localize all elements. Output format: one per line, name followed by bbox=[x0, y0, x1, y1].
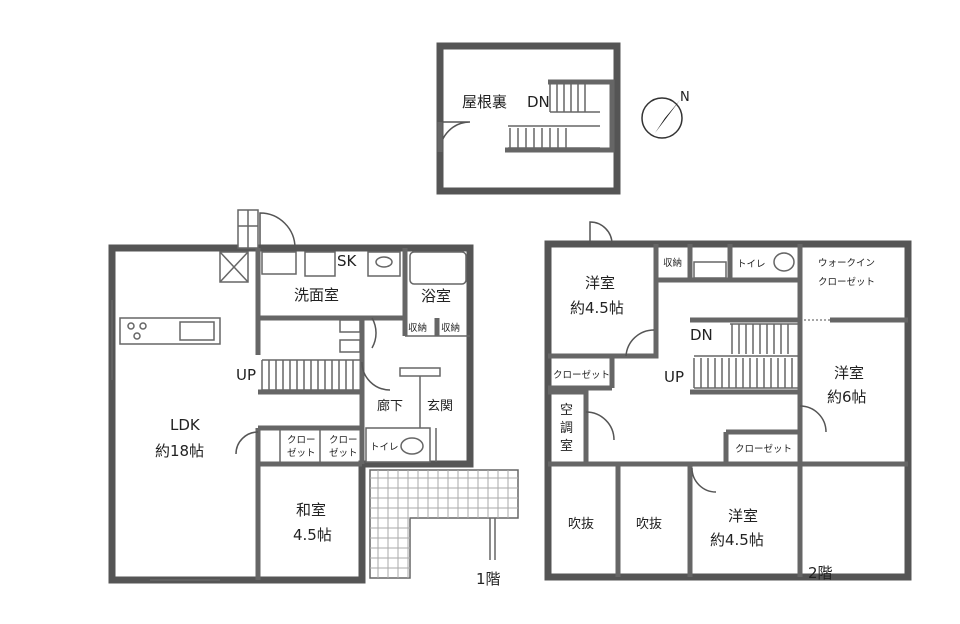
washitsu-closet-door bbox=[235, 431, 259, 455]
floor1-stair bbox=[261, 359, 360, 391]
floor1-toilet-label: トイレ bbox=[370, 442, 399, 453]
floor1-level: 1階 bbox=[476, 570, 501, 588]
washroom-door bbox=[371, 317, 377, 349]
washer bbox=[261, 251, 297, 275]
ldk-size: 約18帖 bbox=[155, 442, 204, 460]
hall-door bbox=[361, 361, 391, 391]
aircon-2: 調 bbox=[560, 421, 573, 436]
floor2-up: UP bbox=[664, 368, 684, 386]
floor2-plan: 洋室 約4.5帖 クローゼット 収納 トイレ ウォークイン クローゼット 洋室 … bbox=[544, 221, 912, 582]
floor2-level: 2階 bbox=[808, 564, 833, 582]
floor2-balcony-door bbox=[589, 221, 613, 245]
aircon-3: 室 bbox=[560, 438, 573, 454]
floor2-toilet-icon bbox=[773, 252, 795, 272]
void-b-label: 吹抜 bbox=[636, 516, 662, 532]
storage-mini-a bbox=[339, 319, 361, 333]
attic-plan: 屋根裏 DN bbox=[436, 42, 621, 195]
storage-a-label: 収納 bbox=[408, 322, 427, 334]
western-a-label: 洋室 bbox=[585, 274, 615, 292]
compass-circle bbox=[641, 97, 683, 139]
entrance-porch bbox=[369, 469, 519, 579]
washitsu-label: 和室 bbox=[296, 501, 326, 519]
floor2-outline bbox=[544, 240, 912, 581]
western-b-size: 約6帖 bbox=[827, 388, 867, 406]
aircon-1: 空 bbox=[560, 403, 573, 418]
western-c-label: 洋室 bbox=[728, 507, 758, 525]
compass-north: N bbox=[680, 90, 690, 105]
western-c-door bbox=[691, 467, 717, 493]
floor1-back-step bbox=[237, 209, 296, 249]
attic-door bbox=[439, 121, 471, 153]
sk-sink bbox=[304, 251, 336, 277]
floor2-storage: 収納 bbox=[663, 257, 682, 269]
attic-stair-wall bbox=[505, 79, 615, 153]
western-a-door bbox=[625, 329, 655, 357]
floor2-toilet-label: トイレ bbox=[737, 259, 766, 270]
floor1-back-door bbox=[259, 212, 296, 249]
closet-a-line2: ゼット bbox=[287, 447, 316, 459]
floor1-outline bbox=[108, 244, 474, 584]
floor1-toilet-icon bbox=[400, 437, 424, 455]
western-b-label: 洋室 bbox=[834, 364, 864, 382]
floor2-dn: DN bbox=[690, 326, 713, 344]
walkin-label-1: ウォークイン bbox=[818, 258, 875, 269]
floor1-plan: UP LDK 約18帖 洗面室 浴室 SK 和室 4.5帖 廊下 玄関 トイレ … bbox=[108, 209, 519, 588]
closet-b-line1: クロー bbox=[329, 435, 358, 446]
compass-arrow-icon bbox=[655, 100, 680, 133]
ldk-label: LDK bbox=[170, 416, 201, 434]
washitsu-size: 4.5帖 bbox=[293, 526, 332, 544]
storage-mini-b bbox=[339, 339, 361, 353]
attic-outline bbox=[436, 42, 621, 195]
kitchen-sink bbox=[179, 321, 215, 341]
closet-a-line1: クロー bbox=[287, 435, 316, 446]
void-a-label: 吹抜 bbox=[568, 516, 594, 532]
bath-label: 浴室 bbox=[421, 287, 451, 305]
shoe-rack bbox=[399, 367, 441, 377]
floor2-stair bbox=[693, 323, 798, 389]
attic-title: 屋根裏 bbox=[462, 93, 507, 111]
entrance-label: 玄関 bbox=[427, 399, 453, 414]
western-a-size: 約4.5帖 bbox=[570, 299, 624, 317]
washroom-label: 洗面室 bbox=[294, 286, 339, 304]
floor2-closet-b: クローゼット bbox=[735, 443, 792, 455]
closet-b-line2: ゼット bbox=[329, 447, 358, 459]
western-b-door bbox=[799, 405, 827, 433]
bathtub bbox=[409, 251, 467, 285]
storage-b-label: 収納 bbox=[441, 322, 460, 334]
floor2-closet-a: クローゼット bbox=[553, 369, 610, 381]
stove-icon bbox=[127, 322, 147, 340]
attic-stair-dn: DN bbox=[527, 93, 550, 111]
floor1-up: UP bbox=[236, 366, 256, 384]
western-c-size: 約4.5帖 bbox=[710, 531, 764, 549]
walkin-label-2: クローゼット bbox=[818, 276, 875, 288]
sk-label: SK bbox=[337, 252, 358, 270]
attic-stair bbox=[508, 84, 600, 149]
compass: N bbox=[641, 90, 690, 139]
hall-label: 廊下 bbox=[377, 398, 403, 414]
aircon-door bbox=[585, 411, 615, 441]
